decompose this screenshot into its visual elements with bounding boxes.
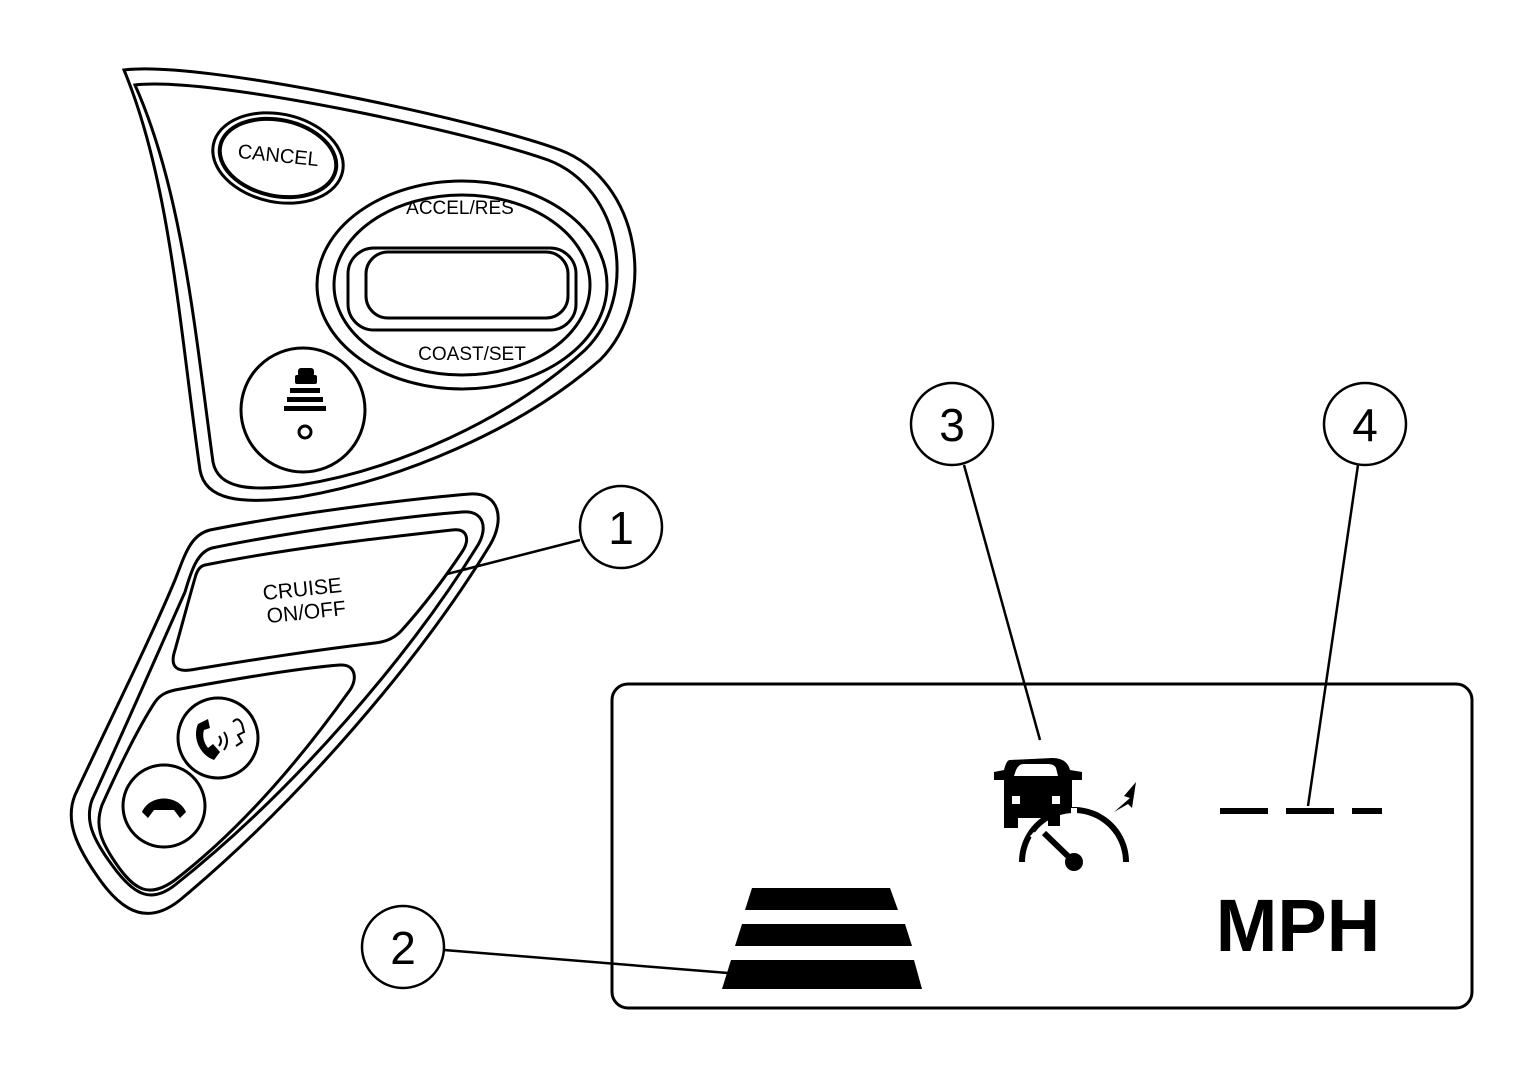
rocker-pad-outer [346,246,578,332]
cancel-button[interactable]: CANCEL [204,101,351,215]
callout-3: 3 [909,381,1042,741]
lower-panel-inner-outline [87,510,485,897]
distance-button[interactable] [239,346,367,474]
callout-1-number: 1 [608,502,634,554]
speed-unit-label: MPH [1216,884,1380,967]
callout-2: 2 [360,904,729,990]
cruise-on-off-button[interactable]: CRUISE ON/OFF [171,528,469,672]
callout-4: 4 [1306,381,1408,807]
upper-panel-inner-outline [132,82,619,490]
coast-set-label: COAST/SET [418,344,526,365]
car-speedometer-icon [994,758,1136,871]
upper-panel-outline [121,67,637,502]
vehicle-distance-icon [284,368,326,440]
upper-switch-panel [121,67,637,502]
phone-hangup-icon [142,798,186,818]
phone-hangup-button[interactable] [121,763,207,849]
rocker-pad-inner [364,250,570,320]
accel-res-label: ACCEL/RES [406,198,514,219]
callout-4-number: 4 [1352,399,1378,451]
callout-3-number: 3 [939,399,965,451]
voice-phone-button[interactable] [176,696,260,780]
distance-bars-icon [722,888,922,989]
callout-1: 1 [446,484,664,576]
phone-voice-icon [195,718,246,760]
accel-coast-rocker[interactable]: ACCEL/RES COAST/SET [315,179,609,391]
lower-panel-outline [69,492,500,915]
phone-button-group-outline [97,663,356,892]
lower-switch-panel [69,492,500,915]
cancel-button-label: CANCEL [237,141,320,171]
callout-2-number: 2 [390,922,416,974]
meter-display-panel [610,682,1474,1010]
